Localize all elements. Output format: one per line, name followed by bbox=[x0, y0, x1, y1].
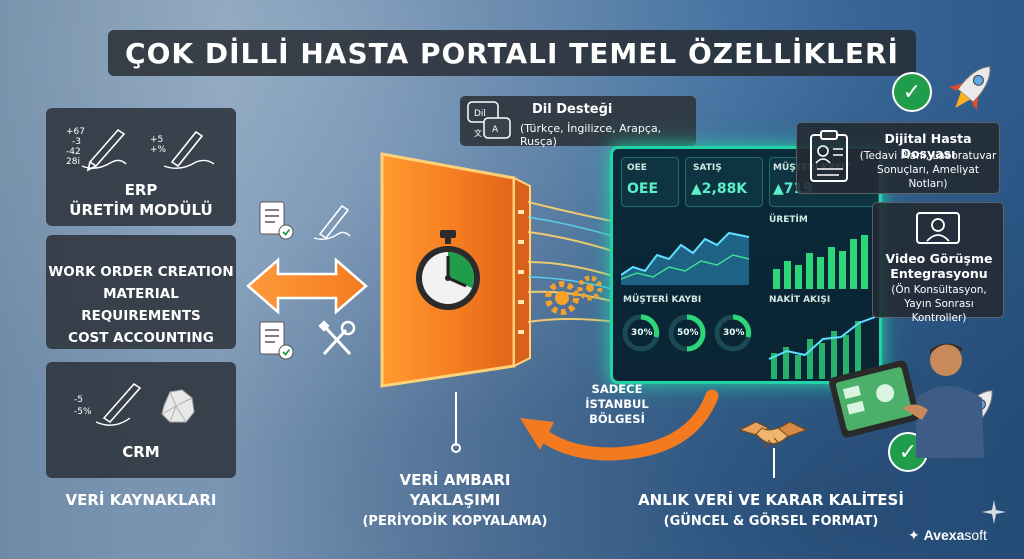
kpi-card-sales bbox=[685, 157, 763, 207]
logo-bold: Avexa bbox=[923, 527, 965, 543]
right-connector-line bbox=[773, 448, 775, 478]
gauge-value: 30% bbox=[723, 328, 745, 338]
production-bar-chart bbox=[773, 235, 868, 289]
warehouse-subtitle: YAKLAŞIMI bbox=[409, 491, 501, 509]
erp-note: +67 bbox=[66, 127, 85, 137]
region-label-line: SADECE bbox=[591, 382, 643, 396]
erp-subtitle: ÜRETİM MODÜLÜ bbox=[69, 201, 213, 219]
crm-title: CRM bbox=[122, 443, 160, 461]
pencil-writing-icon: -5 -5% bbox=[74, 382, 142, 426]
wo-line: WORK ORDER CREATION bbox=[48, 264, 234, 280]
document-check-icon bbox=[259, 201, 294, 240]
region-label-line: İSTANBUL BÖLGESİ bbox=[585, 397, 649, 426]
kpi1-label: OEE bbox=[627, 163, 647, 173]
pencil-writing-icon bbox=[313, 204, 351, 241]
right-footer-subtitle: (GÜNCEL & GÖRSEL FORMAT) bbox=[663, 514, 879, 529]
warehouse-title: VERİ AMBARI bbox=[399, 471, 511, 489]
erp-panel: +67 -3 -42 28i +5 +% ERP ÜRETİM MODÜLÜ bbox=[46, 108, 236, 226]
erp-note: +5 bbox=[150, 135, 163, 145]
lang-icon-text: A bbox=[492, 125, 499, 135]
warehouse-connector-line bbox=[455, 392, 457, 446]
wo-line: MATERIAL REQUIREMENTS bbox=[81, 286, 201, 324]
wrench-screwdriver-icon bbox=[318, 320, 356, 356]
churn-label: MÜŞTERİ KAYBI bbox=[623, 295, 702, 305]
language-support-box: Dil A 文 Dil Desteği (Türkçe, İngilizce, … bbox=[460, 96, 696, 148]
rocket-icon bbox=[949, 66, 991, 111]
video-title: Video Görüşme Entegrasyonu bbox=[885, 251, 993, 281]
video-subtitle: (Ön Konsültasyon, Yayın Sonrası Kontroll… bbox=[891, 284, 987, 324]
kpi2-value: ▲2,88K bbox=[691, 181, 748, 197]
right-footer-title: ANLIK VERİ VE KARAR KALİTESİ bbox=[638, 491, 904, 509]
crm-panel: -5 -5% CRM bbox=[46, 362, 236, 478]
tablet-user-icon bbox=[829, 343, 984, 458]
area-chart bbox=[621, 231, 749, 285]
page-title: ÇOK DİLLİ HASTA PORTALI TEMEL ÖZELLİKLER… bbox=[125, 36, 899, 70]
language-chat-icon: Dil A 文 bbox=[467, 101, 511, 139]
lang-icon-text: 文 bbox=[474, 128, 482, 138]
logo-rest: soft bbox=[964, 527, 987, 543]
production-label: ÜRETİM bbox=[769, 215, 808, 225]
pencil-writing-icon: +67 -3 -42 28i +5 +% bbox=[66, 127, 215, 172]
sparkle-icon bbox=[982, 500, 1006, 524]
warehouse-note: (PERİYODİK KOPYALAMA) bbox=[362, 514, 548, 529]
return-arrow bbox=[520, 389, 719, 461]
title-banner: ÇOK DİLLİ HASTA PORTALI TEMEL ÖZELLİKLER… bbox=[108, 30, 916, 76]
video-call-box: Video Görüşme Entegrasyonu (Ön Konsültas… bbox=[872, 202, 1004, 324]
patient-file-icon bbox=[810, 130, 848, 182]
bidirectional-arrow bbox=[246, 257, 368, 315]
stopwatch-icon bbox=[416, 230, 480, 310]
patient-file-title: Dijital Hasta Dosyası bbox=[884, 131, 972, 161]
erp-note: +% bbox=[150, 145, 167, 155]
crm-note: -5% bbox=[74, 407, 92, 417]
document-check-icon bbox=[259, 321, 294, 360]
churn-gauges bbox=[622, 314, 752, 352]
work-order-panel: WORK ORDER CREATION MATERIAL REQUIREMENT… bbox=[46, 235, 236, 349]
crm-note: -5 bbox=[74, 395, 83, 405]
kpi2-label: SATIŞ bbox=[693, 163, 722, 173]
sources-footer: VERİ KAYNAKLARI bbox=[65, 491, 217, 509]
brand-logo: ✦ Avexasoft bbox=[908, 527, 987, 543]
crumpled-paper-icon bbox=[161, 389, 195, 423]
erp-note: -3 bbox=[72, 137, 81, 147]
kpi1-value: OEE bbox=[627, 181, 659, 197]
patient-file-subtitle: (Tedavi Planı, Laboratuvar Sonuçları, Am… bbox=[859, 150, 997, 190]
checkmark-icon: ✓ bbox=[892, 72, 932, 112]
patient-file-box: Dijital Hasta Dosyası (Tedavi Planı, Lab… bbox=[796, 122, 1000, 194]
language-title: Dil Desteği bbox=[532, 102, 613, 117]
erp-note: -42 bbox=[66, 147, 81, 157]
video-call-icon bbox=[916, 212, 960, 244]
gauge-value: 50% bbox=[677, 328, 699, 338]
region-label: SADECE İSTANBUL BÖLGESİ bbox=[562, 382, 672, 427]
wo-line: COST ACCOUNTING bbox=[68, 330, 214, 346]
gears-icon bbox=[545, 275, 603, 315]
cashflow-chart bbox=[768, 316, 876, 379]
language-subtitle: (Türkçe, İngilizce, Arapça, Rusça) bbox=[520, 122, 662, 148]
kpi-card-oee bbox=[621, 157, 679, 207]
data-light-streams bbox=[528, 201, 617, 323]
work-order-lines: WORK ORDER CREATION MATERIAL REQUIREMENT… bbox=[46, 261, 236, 349]
gauge-value: 30% bbox=[631, 328, 653, 338]
handshake-icon bbox=[738, 421, 808, 449]
cashflow-label: NAKİT AKIŞI bbox=[769, 295, 831, 305]
lang-icon-text: Dil bbox=[474, 109, 486, 119]
erp-note: 28i bbox=[66, 157, 80, 167]
warehouse-connector-dot bbox=[451, 443, 461, 453]
erp-title: ERP bbox=[124, 181, 158, 199]
